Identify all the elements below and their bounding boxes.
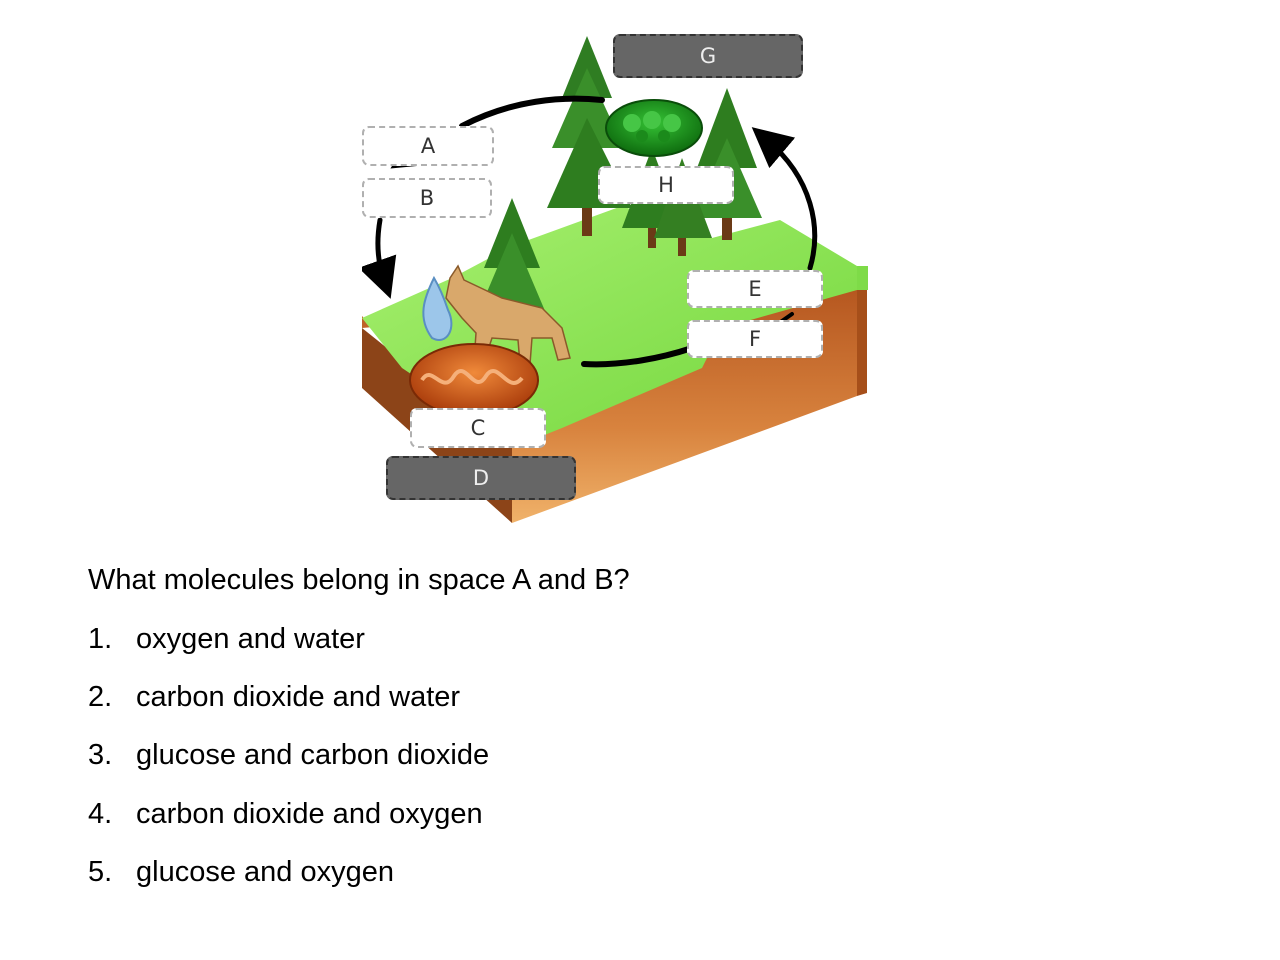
option-text: carbon dioxide and oxygen	[136, 798, 483, 830]
label-e: E	[687, 270, 823, 308]
option-text: glucose and carbon dioxide	[136, 739, 490, 771]
water-drop-icon	[422, 275, 453, 341]
option-number: 2.	[88, 681, 113, 713]
mitochondrion-icon	[409, 343, 539, 417]
label-c: C	[410, 408, 546, 448]
answer-option-4[interactable]: 4. carbon dioxide and oxygen	[88, 798, 483, 831]
label-g: G	[613, 34, 803, 78]
option-text: carbon dioxide and water	[136, 681, 461, 713]
answer-option-1[interactable]: 1. oxygen and water	[88, 623, 365, 656]
answer-option-5[interactable]: 5. glucose and oxygen	[88, 856, 394, 889]
cell-energy-cycle-diagram: G A B H E F C D	[362, 28, 868, 528]
option-text: glucose and oxygen	[136, 856, 394, 888]
label-d: D	[386, 456, 576, 500]
option-number: 3.	[88, 739, 113, 771]
label-b: B	[362, 178, 492, 218]
option-number: 4.	[88, 798, 113, 830]
label-a: A	[362, 126, 494, 166]
label-h: H	[598, 166, 734, 204]
option-number: 1.	[88, 623, 113, 655]
chloroplast-icon	[605, 99, 703, 157]
label-f: F	[687, 320, 823, 358]
wolf-icon	[445, 264, 571, 365]
answer-option-2[interactable]: 2. carbon dioxide and water	[88, 681, 460, 714]
answer-option-3[interactable]: 3. glucose and carbon dioxide	[88, 739, 489, 772]
option-text: oxygen and water	[136, 623, 365, 655]
question-text: What molecules belong in space A and B?	[88, 564, 630, 596]
option-number: 5.	[88, 856, 113, 888]
